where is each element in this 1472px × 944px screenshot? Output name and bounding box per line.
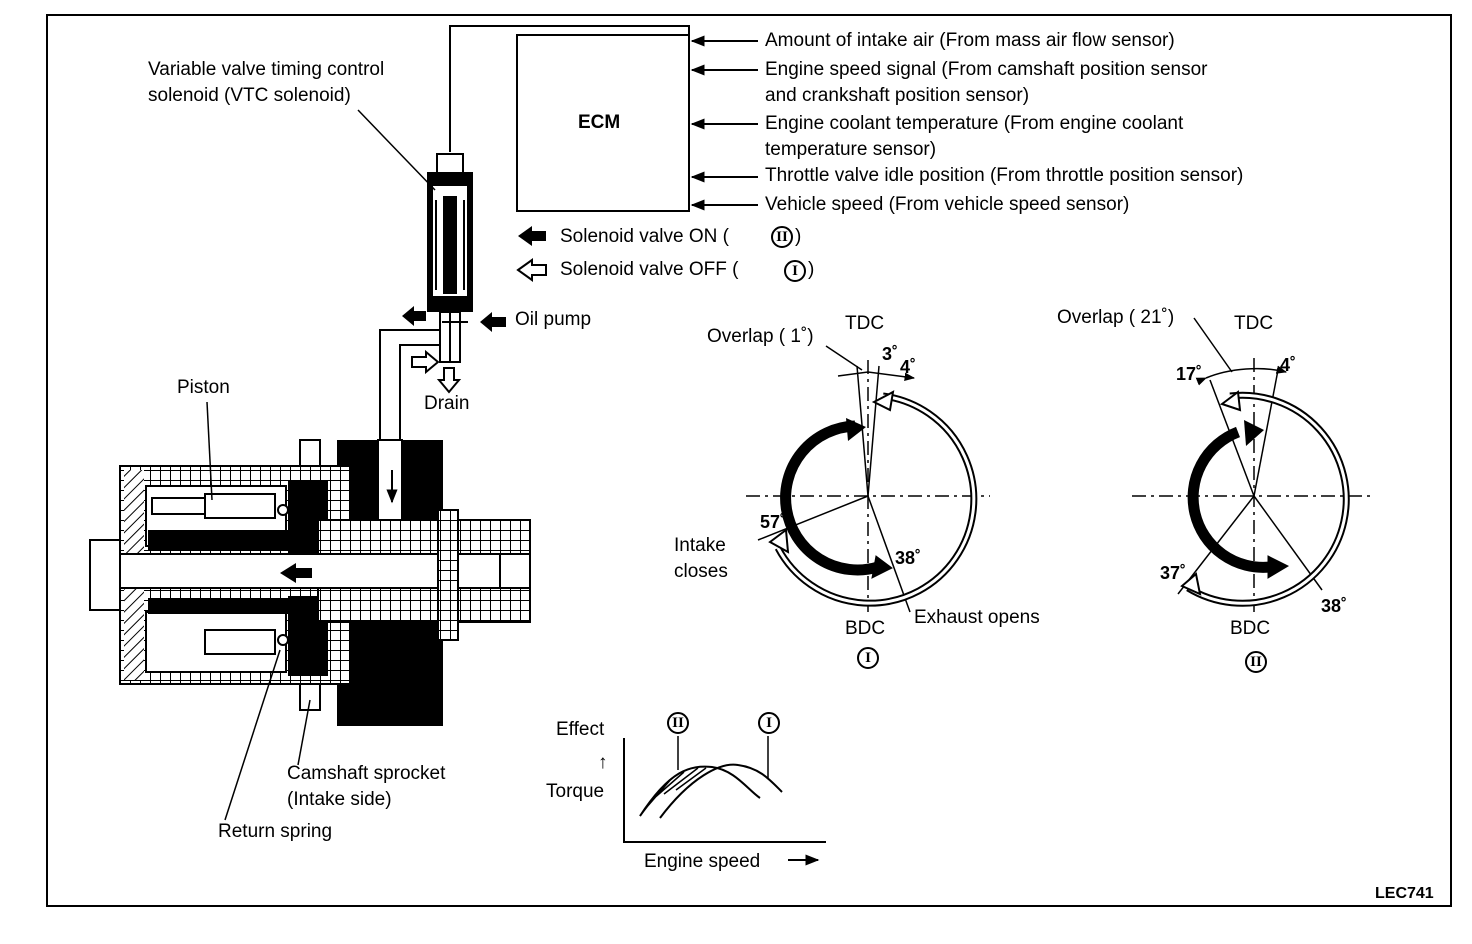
timing-I-angle-4: 4˚ bbox=[900, 357, 917, 377]
torque-graph bbox=[623, 736, 826, 866]
ecm-box bbox=[516, 34, 690, 212]
oil-pump-arrow bbox=[480, 312, 506, 332]
exhaust-opens-label: Exhaust opens bbox=[914, 607, 1040, 628]
sprocket-label-line1: Camshaft sprocket bbox=[287, 763, 446, 784]
legend-on-roman: II bbox=[771, 226, 793, 248]
timing-II-bdc: BDC bbox=[1230, 618, 1271, 639]
timing-II-angle-37: 37˚ bbox=[1160, 563, 1187, 583]
timing-I-bdc: BDC bbox=[845, 618, 886, 639]
piston-leader bbox=[206, 401, 213, 501]
diagram-frame bbox=[46, 14, 1452, 907]
sprocket-leader bbox=[297, 699, 311, 766]
figure-code: LEC741 bbox=[1375, 885, 1434, 902]
intake-closes-line2: closes bbox=[674, 561, 728, 582]
vtc-solenoid-body bbox=[427, 153, 473, 363]
piston-label: Piston bbox=[177, 377, 230, 398]
sprocket-label-line2: (Intake side) bbox=[287, 789, 392, 810]
input-engine-speed-cont: and crankshaft position sensor) bbox=[765, 85, 1030, 106]
timing-I-roman: I bbox=[857, 647, 879, 669]
drain-arrow-down bbox=[436, 367, 462, 394]
legend-off-paren: ) bbox=[808, 259, 815, 280]
timing-II-angle-4: 4˚ bbox=[1280, 355, 1297, 375]
drain-arrow-right bbox=[411, 349, 440, 375]
timing-I-angle-38: 38˚ bbox=[895, 548, 922, 568]
intake-closes-line1: Intake bbox=[674, 535, 726, 556]
oil-pump-label: Oil pump bbox=[515, 309, 592, 330]
timing-I-angle-3: 3˚ bbox=[882, 344, 899, 364]
input-coolant-temp: Engine coolant temperature (From engine … bbox=[765, 113, 1184, 134]
graph-arrow-up: ↑ bbox=[598, 752, 608, 773]
input-vehicle-speed: Vehicle speed (From vehicle speed sensor… bbox=[765, 194, 1130, 215]
legend-off-label: Solenoid valve OFF ( bbox=[560, 259, 739, 280]
timing-II-roman: II bbox=[1245, 651, 1267, 673]
graph-effect-label: Effect bbox=[556, 719, 605, 740]
input-engine-speed: Engine speed signal (From camshaft posit… bbox=[765, 59, 1208, 80]
input-coolant-temp-cont: temperature sensor) bbox=[765, 139, 937, 160]
legend-on-label: Solenoid valve ON ( bbox=[560, 226, 729, 247]
vtc-actuator-assembly bbox=[89, 439, 531, 726]
drain-label: Drain bbox=[424, 393, 470, 414]
timing-I-overlap: Overlap ( 1˚) bbox=[707, 326, 814, 347]
solenoid-label-line1: Variable valve timing control bbox=[148, 59, 385, 80]
input-intake-air: Amount of intake air (From mass air flow… bbox=[765, 30, 1175, 51]
timing-II-overlap: Overlap ( 21˚) bbox=[1057, 307, 1175, 328]
graph-curve-I-label: I bbox=[758, 712, 780, 734]
spring-leader bbox=[224, 649, 281, 821]
timing-I-angle-57: 57˚ bbox=[760, 512, 787, 532]
graph-xlabel: Engine speed bbox=[644, 851, 761, 872]
timing-diagram-II bbox=[1132, 317, 1370, 612]
legend-on-arrow bbox=[518, 226, 546, 246]
legend-off-arrow bbox=[516, 258, 547, 282]
timing-II-tdc: TDC bbox=[1234, 313, 1274, 334]
return-spring-label: Return spring bbox=[218, 821, 333, 842]
solenoid-label-line2: solenoid (VTC solenoid) bbox=[148, 85, 351, 106]
oil-lines bbox=[379, 321, 468, 440]
solenoid-leader bbox=[357, 109, 436, 191]
graph-curve-II-label: II bbox=[667, 712, 689, 734]
oil-out-arrow bbox=[402, 306, 426, 326]
timing-I-tdc: TDC bbox=[845, 313, 885, 334]
timing-diagram-I bbox=[746, 345, 990, 613]
input-throttle-idle: Throttle valve idle position (From throt… bbox=[765, 165, 1244, 186]
legend-on-paren: ) bbox=[795, 226, 802, 247]
legend-off-roman: I bbox=[784, 260, 806, 282]
ecm-input-arrows bbox=[690, 35, 758, 211]
timing-II-angle-38: 38˚ bbox=[1321, 596, 1348, 616]
timing-II-angle-17: 17˚ bbox=[1176, 364, 1203, 384]
solenoid-wire bbox=[449, 25, 690, 152]
graph-torque-label: Torque bbox=[546, 781, 605, 802]
ecm-label: ECM bbox=[578, 112, 621, 133]
